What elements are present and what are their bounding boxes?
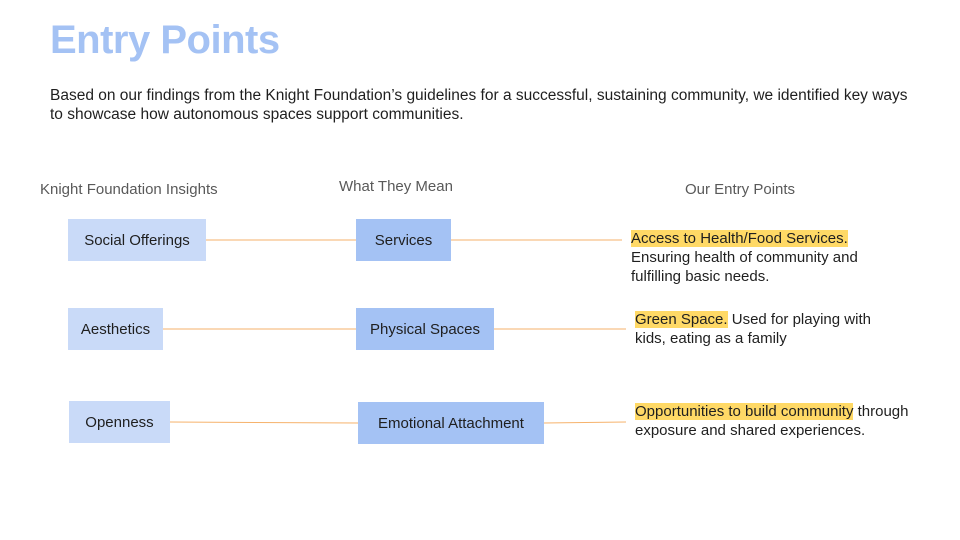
meaning-label: Services xyxy=(374,231,433,249)
insight-box-openness: Openness xyxy=(69,401,170,443)
entry-highlight: Opportunities to build community xyxy=(635,403,854,420)
meaning-box-services: Services xyxy=(356,219,451,261)
insight-box-social-offerings: Social Offerings xyxy=(68,219,206,261)
meaning-label: Physical Spaces xyxy=(369,320,481,338)
connector-line xyxy=(543,421,627,424)
entry-description: through exposure and shared experiences. xyxy=(635,403,909,439)
entry-point-green-space: Green Space. Used for playing with kids,… xyxy=(635,310,905,348)
insights-column-header: Knight Foundation Insights xyxy=(40,181,218,198)
insight-label: Social Offerings xyxy=(84,231,190,249)
entry-description: Ensuring health of community and fulfill… xyxy=(631,249,858,285)
insight-box-aesthetics: Aesthetics xyxy=(68,308,163,350)
entry-description: Used for playing with kids, eating as a … xyxy=(635,311,871,347)
connector-line xyxy=(169,421,359,424)
meaning-label: Emotional Attachment xyxy=(378,414,524,432)
intro-text: Based on our findings from the Knight Fo… xyxy=(50,87,908,123)
entry-point-community: Opportunities to build community through… xyxy=(635,402,950,440)
slide-title: Entry Points xyxy=(50,18,280,62)
meaning-box-emotional-attachment: Emotional Attachment xyxy=(358,402,544,444)
entry-highlight: Green Space. xyxy=(635,311,728,328)
insight-label: Aesthetics xyxy=(80,320,151,338)
entry-column-header: Our Entry Points xyxy=(685,181,796,198)
meaning-column-header: What They Mean xyxy=(339,178,453,195)
insight-label: Openness xyxy=(85,413,154,431)
entry-highlight: Access to Health/Food Services. xyxy=(631,230,848,247)
entry-point-health-food: Access to Health/Food Services. Ensuring… xyxy=(631,229,891,286)
meaning-box-physical-spaces: Physical Spaces xyxy=(356,308,494,350)
